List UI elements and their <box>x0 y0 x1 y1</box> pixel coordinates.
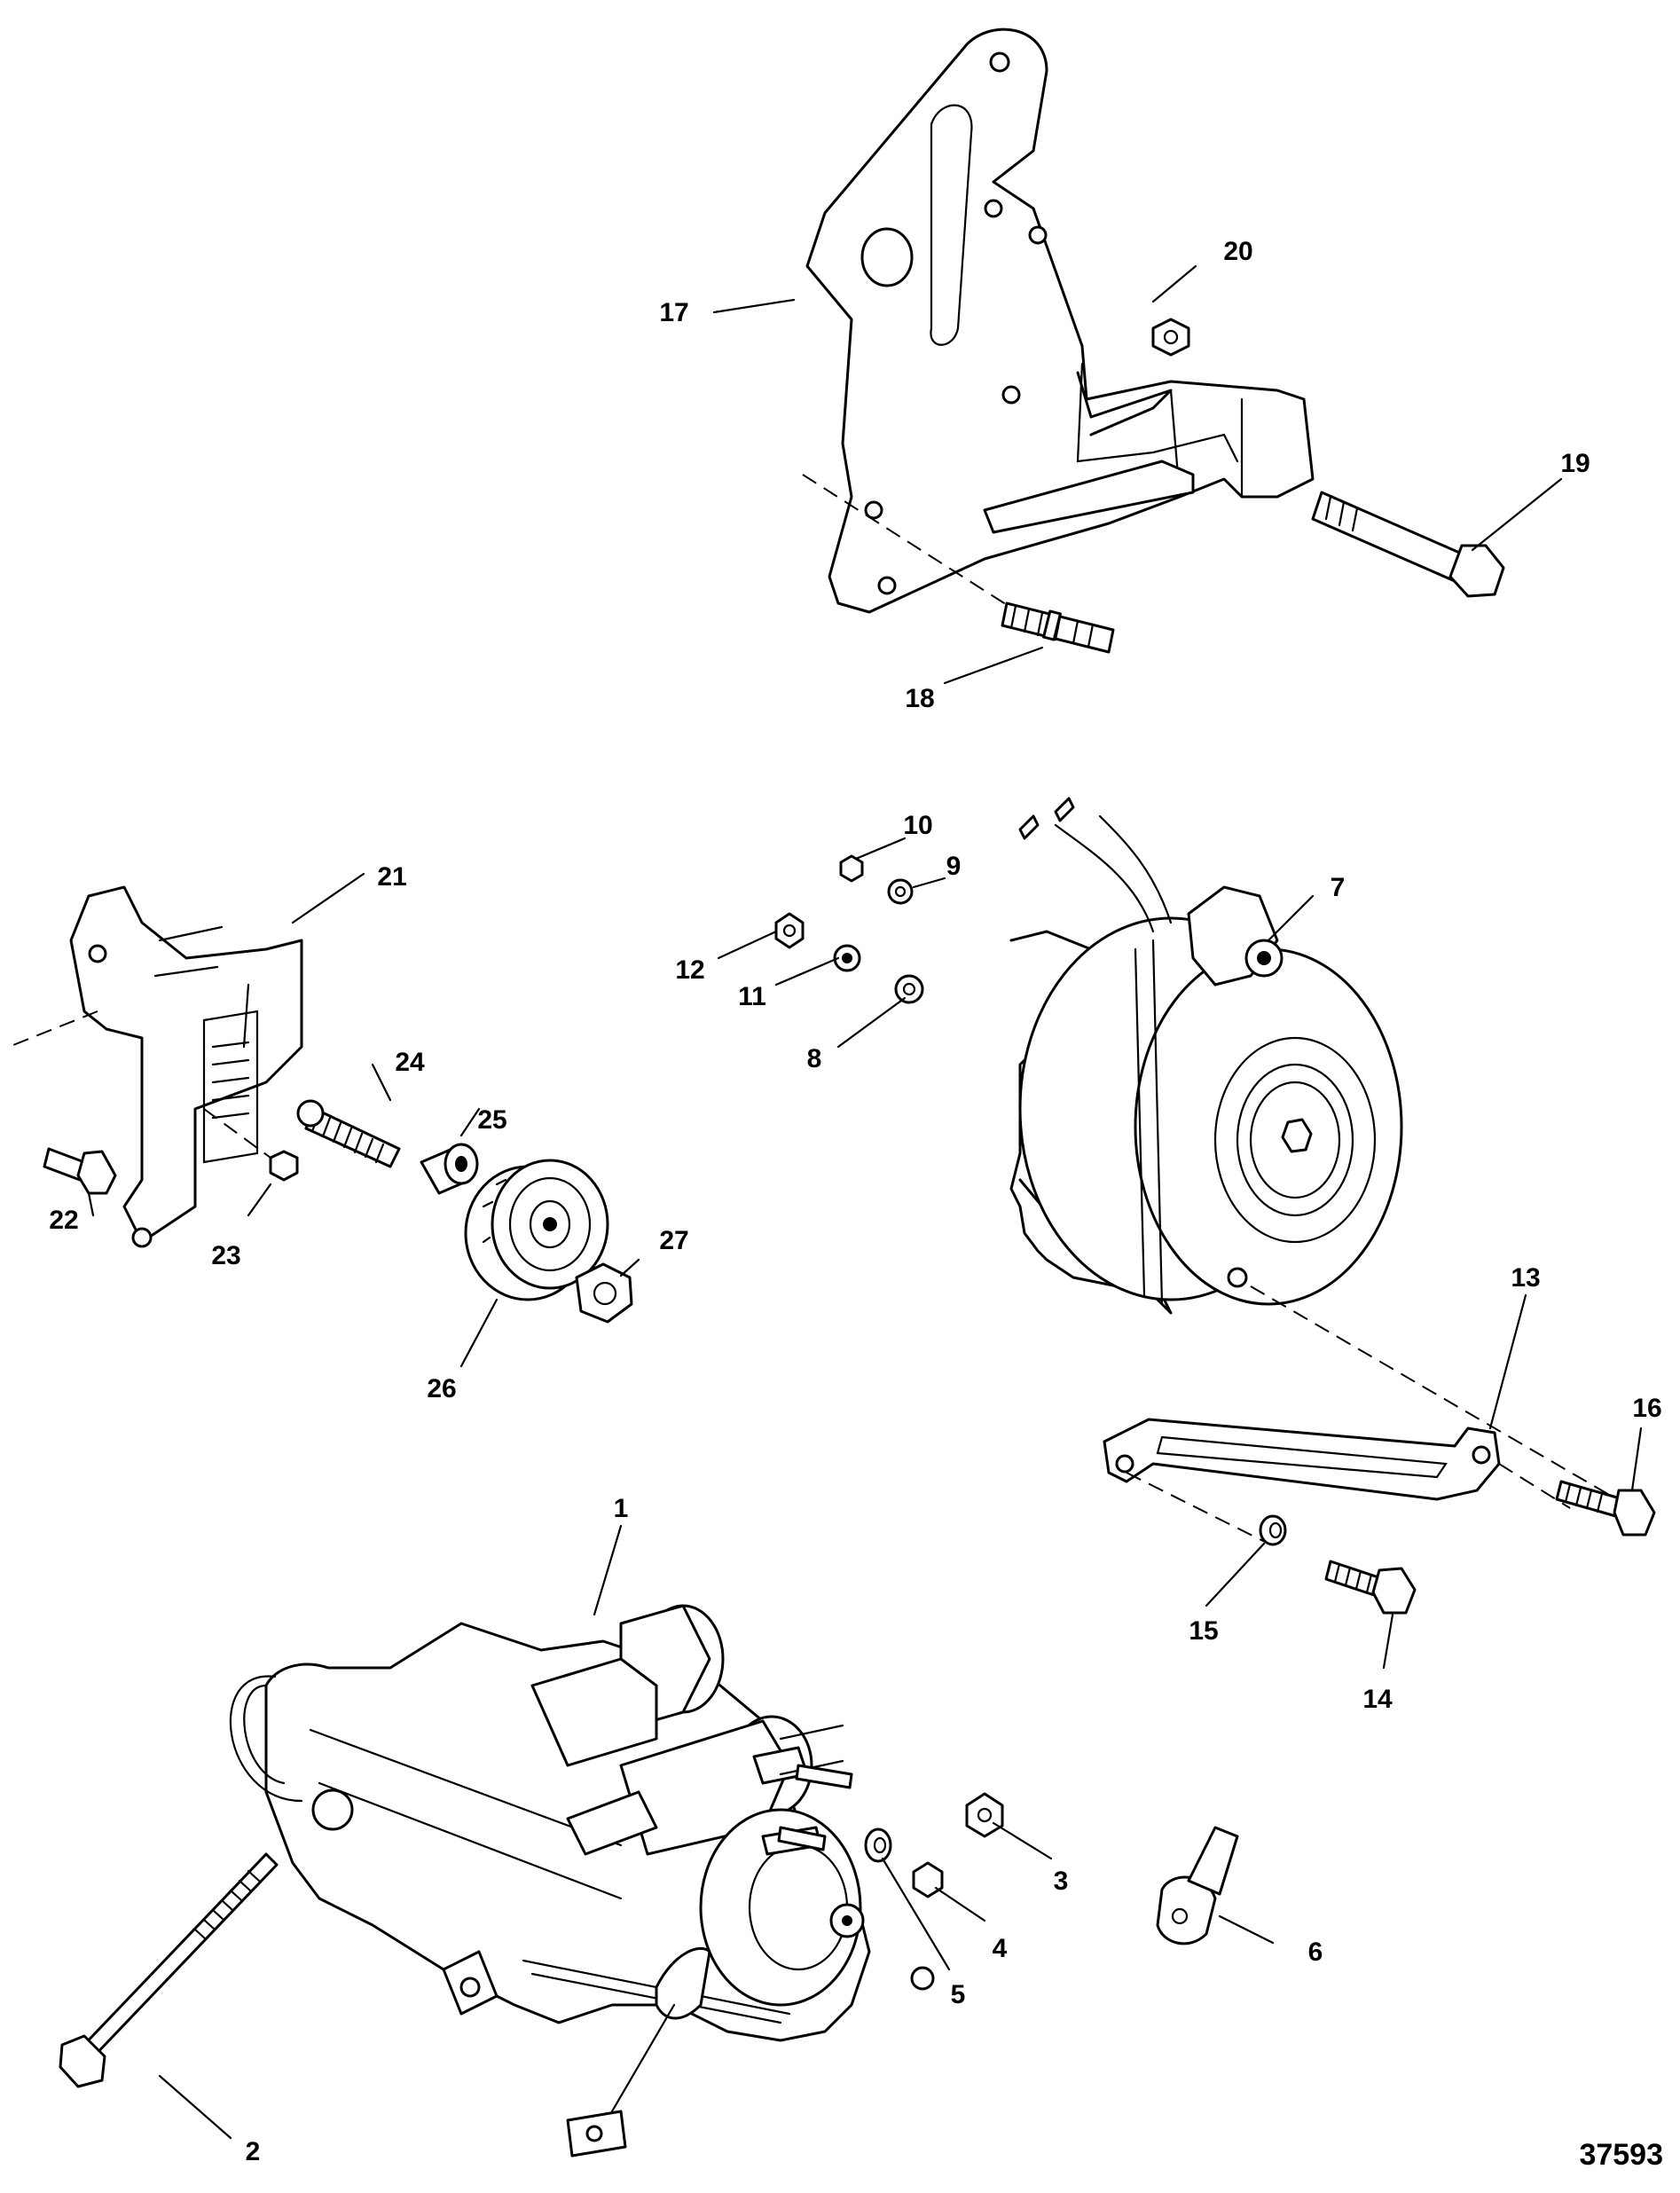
part-16-bolt <box>1555 1480 1656 1537</box>
part-3-nut <box>965 1792 1004 1838</box>
callout-5: 5 <box>951 1980 966 2009</box>
part-12-nut <box>774 912 805 949</box>
part-24-adjusting-screw <box>296 1099 401 1168</box>
part-13-brace <box>1103 1418 1501 1501</box>
callout-17: 17 <box>659 298 688 327</box>
callout-13: 13 <box>1511 1263 1540 1293</box>
part-6-terminal-boot <box>1156 1826 1239 1945</box>
part-11-washer <box>833 944 861 972</box>
callout-25: 25 <box>477 1105 506 1135</box>
callout-7: 7 <box>1331 873 1346 902</box>
part-22-bolt <box>43 1147 117 1195</box>
part-18-stud <box>1001 601 1115 654</box>
part-23-nut <box>269 1150 299 1182</box>
callout-19: 19 <box>1560 449 1590 478</box>
callout-16: 16 <box>1632 1394 1661 1423</box>
part-1-starter-motor <box>229 1604 935 2158</box>
part-25-spacer <box>420 1143 479 1195</box>
callout-1: 1 <box>614 1494 629 1523</box>
part-7-alternator <box>1009 797 1403 1315</box>
callout-10: 10 <box>903 811 932 840</box>
part-26-idler-pulley <box>464 1159 609 1301</box>
part-8-washer <box>894 974 924 1004</box>
callout-23: 23 <box>211 1241 240 1270</box>
part-10-nut <box>839 854 864 883</box>
callout-9: 9 <box>946 852 962 881</box>
callout-11: 11 <box>738 982 766 1011</box>
callout-15: 15 <box>1189 1616 1218 1646</box>
callout-24: 24 <box>395 1048 425 1077</box>
part-15-washer <box>1259 1514 1287 1546</box>
part-27-flange-nut <box>575 1262 633 1324</box>
callout-18: 18 <box>905 684 934 713</box>
part-17-mounting-bracket <box>805 28 1315 614</box>
part-21-idler-bracket <box>69 885 303 1248</box>
part-2-through-bolt <box>59 1852 279 2088</box>
callout-20: 20 <box>1223 237 1252 266</box>
callout-21: 21 <box>377 862 406 892</box>
callout-2: 2 <box>246 2137 261 2166</box>
callout-3: 3 <box>1054 1867 1069 1896</box>
part-9-washer <box>887 878 914 905</box>
callout-6: 6 <box>1308 1938 1323 1967</box>
part-14-bolt <box>1324 1560 1417 1615</box>
part-4-nut <box>912 1861 944 1898</box>
leader-lines <box>87 264 1643 2140</box>
callout-4: 4 <box>993 1934 1008 1963</box>
part-20-nut <box>1151 318 1190 357</box>
part-19-bolt <box>1311 491 1505 598</box>
callout-12: 12 <box>675 955 704 985</box>
callout-14: 14 <box>1362 1685 1393 1714</box>
figure-number: 37593 <box>1579 2138 1663 2172</box>
callout-27: 27 <box>659 1226 688 1255</box>
callout-26: 26 <box>427 1374 456 1403</box>
part-5-washer <box>864 1828 892 1863</box>
callout-22: 22 <box>49 1206 78 1235</box>
starter-terminal-studs <box>777 1764 853 1851</box>
callout-labels: 1 2 3 4 5 6 7 8 9 10 11 12 13 14 15 16 1… <box>49 237 1661 2166</box>
callout-8: 8 <box>807 1044 822 1073</box>
